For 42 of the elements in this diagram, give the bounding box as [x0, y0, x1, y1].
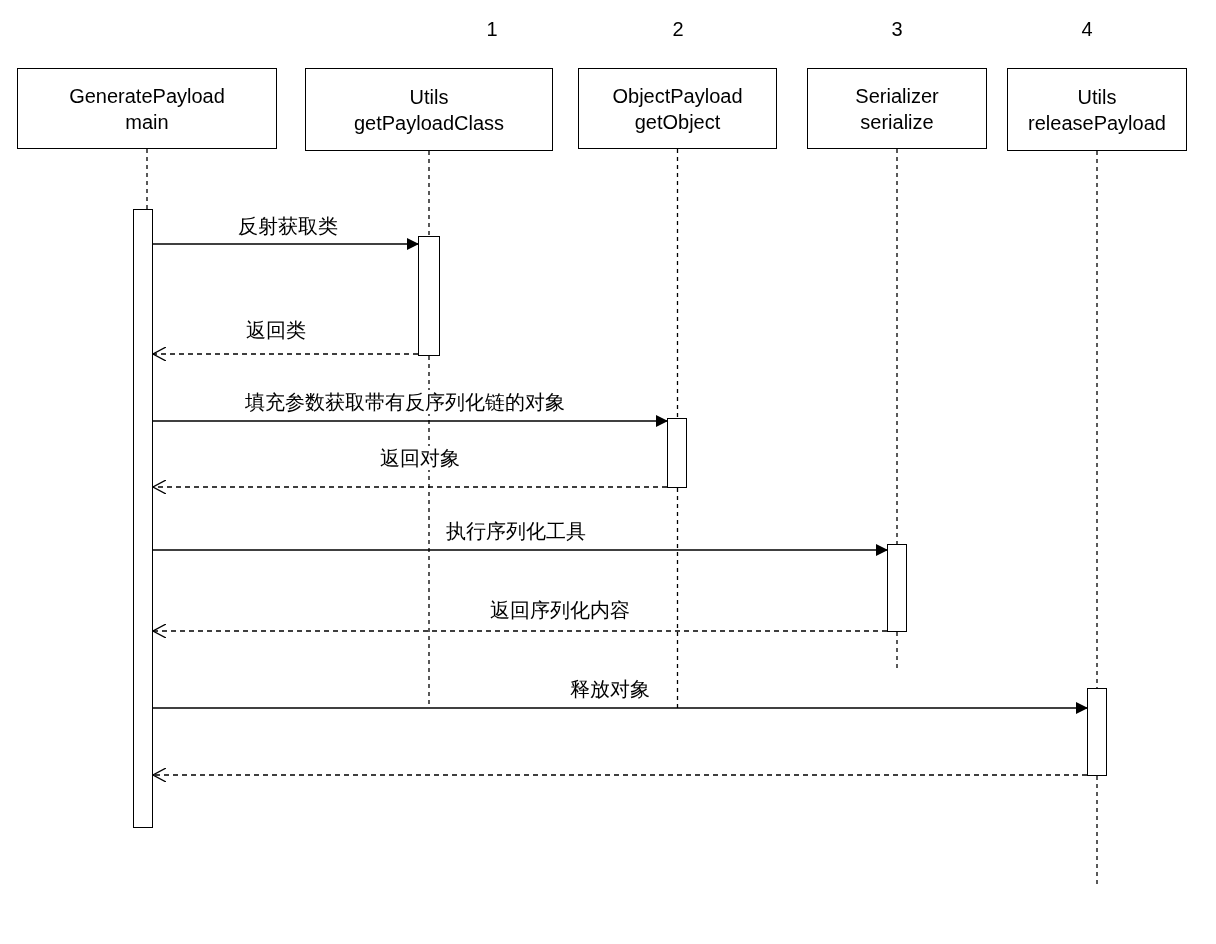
edge-label: 填充参数获取带有反序列化链的对象	[245, 390, 565, 414]
column-number: 2	[672, 18, 684, 41]
participant-name: ObjectPayload	[612, 83, 743, 109]
lifeline	[146, 148, 148, 210]
message-arrow	[152, 238, 419, 250]
activation-bar	[667, 418, 687, 488]
method-name: getObject	[634, 109, 721, 135]
edge-label: 释放对象	[570, 677, 650, 701]
method-name: getPayloadClass	[353, 110, 505, 136]
return-arrow	[152, 479, 668, 495]
message-arrow	[152, 415, 668, 427]
participant-name: Serializer	[855, 83, 939, 109]
participant-box	[17, 68, 277, 149]
participant-name: Utils	[409, 84, 449, 110]
activation-bar	[887, 544, 907, 632]
participant-box	[305, 68, 553, 151]
participant-name: GeneratePayload	[69, 83, 225, 109]
method-name: releasePayload	[1028, 110, 1166, 136]
activation-bar	[133, 209, 153, 828]
method-name: main	[125, 109, 169, 135]
message-arrow	[152, 702, 1088, 714]
column-number: 3	[891, 18, 903, 41]
return-arrow	[152, 623, 888, 639]
lifeline	[676, 148, 679, 709]
return-arrow	[152, 767, 1088, 783]
edge-label: 返回序列化内容	[490, 598, 630, 622]
message-arrow	[152, 544, 888, 556]
participant-box	[807, 68, 987, 149]
participant-box	[1007, 68, 1187, 151]
method-name: serialize	[860, 109, 934, 135]
return-arrow	[152, 346, 419, 362]
edge-label: 返回对象	[380, 446, 460, 470]
edge-label: 执行序列化工具	[446, 519, 586, 543]
column-number: 1	[486, 18, 498, 41]
participant-name: Utils	[1077, 84, 1117, 110]
lifeline	[896, 148, 898, 669]
activation-bar	[1087, 688, 1107, 776]
activation-bar	[418, 236, 440, 356]
column-number: 4	[1081, 18, 1093, 41]
edge-label: 返回类	[246, 318, 306, 342]
edge-label: 反射获取类	[238, 214, 338, 238]
participant-box	[578, 68, 777, 149]
